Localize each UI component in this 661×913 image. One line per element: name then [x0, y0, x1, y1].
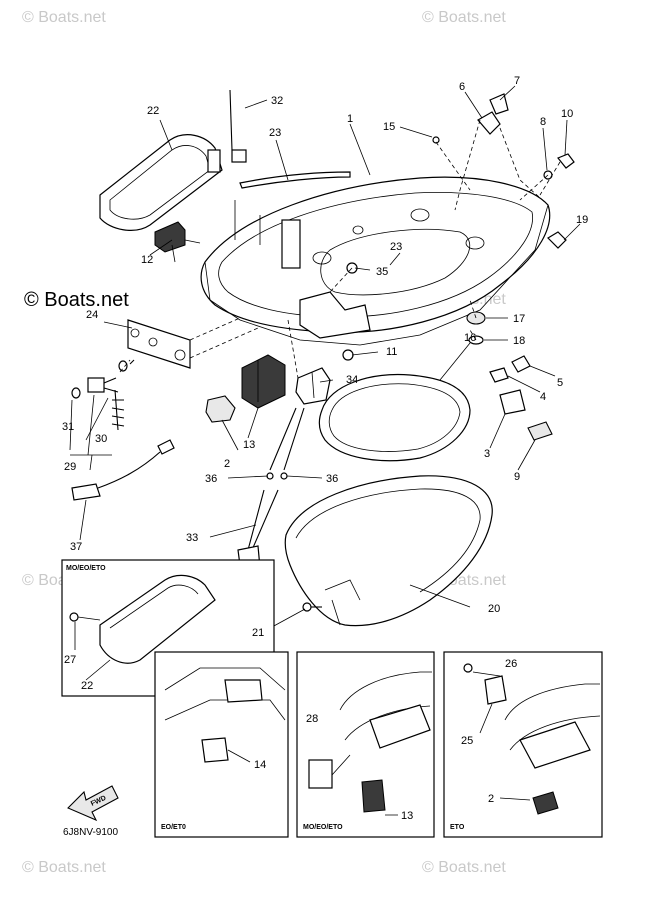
callout-32: 32: [271, 95, 283, 107]
inset-mo-eo-eto-mid: MO/EO/ETO: [296, 651, 435, 838]
callout-37: 37: [70, 541, 82, 553]
callout-22-top: 22: [147, 105, 159, 117]
callout-12: 12: [141, 254, 153, 266]
part-cluster-29-31: [71, 359, 135, 431]
dashed-lines: [119, 119, 561, 379]
watermark-bottom-left: © Boats.net: [22, 859, 106, 876]
callout-31: 31: [62, 421, 74, 433]
callout-21: 21: [252, 627, 264, 639]
callout-13: 13: [243, 439, 255, 451]
strip-23: [239, 171, 351, 189]
watermark-top-left: © Boats.net: [22, 9, 106, 26]
callout-10: 10: [561, 108, 573, 120]
callout-22-inset: 22: [81, 680, 93, 692]
callout-numbers: 1 2 3 4 5 6 7 8 9 10 11 12 13 14 15 16 1…: [62, 75, 588, 822]
inset-label-mo-eo-eto-left: MO/EO/ETO: [66, 565, 106, 572]
callout-1: 1: [347, 113, 353, 125]
gasket: [318, 373, 471, 462]
bottom-cowling: [200, 176, 551, 346]
inset-label-eo-eto: EO/ET0: [161, 824, 186, 831]
inset-eo-eto: EO/ET0: [154, 651, 289, 838]
cover-22: [99, 134, 223, 231]
callout-20: 20: [488, 603, 500, 615]
callout-35: 35: [376, 266, 388, 278]
callout-5: 5: [557, 377, 563, 389]
callout-8: 8: [540, 116, 546, 128]
leader-lines: [69, 85, 581, 628]
callout-2: 2: [224, 458, 230, 470]
callout-18: 18: [513, 335, 525, 347]
callout-17: 17: [513, 313, 525, 325]
callout-26: 26: [505, 658, 517, 670]
watermark-logo: © Boats.net: [24, 289, 129, 311]
lower-cover: [284, 475, 493, 627]
callout-15: 15: [383, 121, 395, 133]
part-32: [229, 89, 247, 163]
callout-7: 7: [514, 75, 520, 87]
callout-28: 28: [306, 713, 318, 725]
callout-13-inset: 13: [401, 810, 413, 822]
callout-3: 3: [484, 448, 490, 460]
watermark-bottom-right: © Boats.net: [422, 859, 506, 876]
parts-right: [342, 93, 575, 441]
watermark-top-right: © Boats.net: [422, 9, 506, 26]
callout-23-mid: 23: [390, 241, 402, 253]
part-2: [205, 395, 236, 423]
callout-9: 9: [514, 471, 520, 483]
callout-14: 14: [254, 759, 266, 771]
callout-2-eto: 2: [488, 793, 494, 805]
callout-36-left: 36: [205, 473, 217, 485]
inset-label-mo-eo-eto-mid: MO/EO/ETO: [303, 824, 343, 831]
diagram-code: 6J8NV-9100: [63, 827, 118, 838]
callout-23-top: 23: [269, 127, 281, 139]
inset-label-eto: ETO: [450, 824, 465, 831]
callout-29: 29: [64, 461, 76, 473]
part-12: [154, 221, 201, 263]
callout-27: 27: [64, 654, 76, 666]
part-34: [295, 367, 331, 405]
callout-6: 6: [459, 81, 465, 93]
inset-eto: ETO: [443, 651, 603, 838]
callout-30: 30: [95, 433, 107, 445]
rods-36: [266, 407, 305, 480]
callout-34: 34: [346, 374, 358, 386]
callout-24: 24: [86, 309, 98, 321]
callout-19: 19: [576, 214, 588, 226]
callout-33: 33: [186, 532, 198, 544]
fwd-arrow-icon: FWD: [67, 785, 119, 822]
callout-25: 25: [461, 735, 473, 747]
part-13: [241, 354, 286, 409]
callout-11: 11: [386, 346, 397, 358]
callout-16: 16: [464, 332, 476, 344]
callout-36-right: 36: [326, 473, 338, 485]
plate-24: [127, 319, 191, 369]
cable-37: [71, 439, 175, 501]
callout-4: 4: [540, 391, 546, 403]
